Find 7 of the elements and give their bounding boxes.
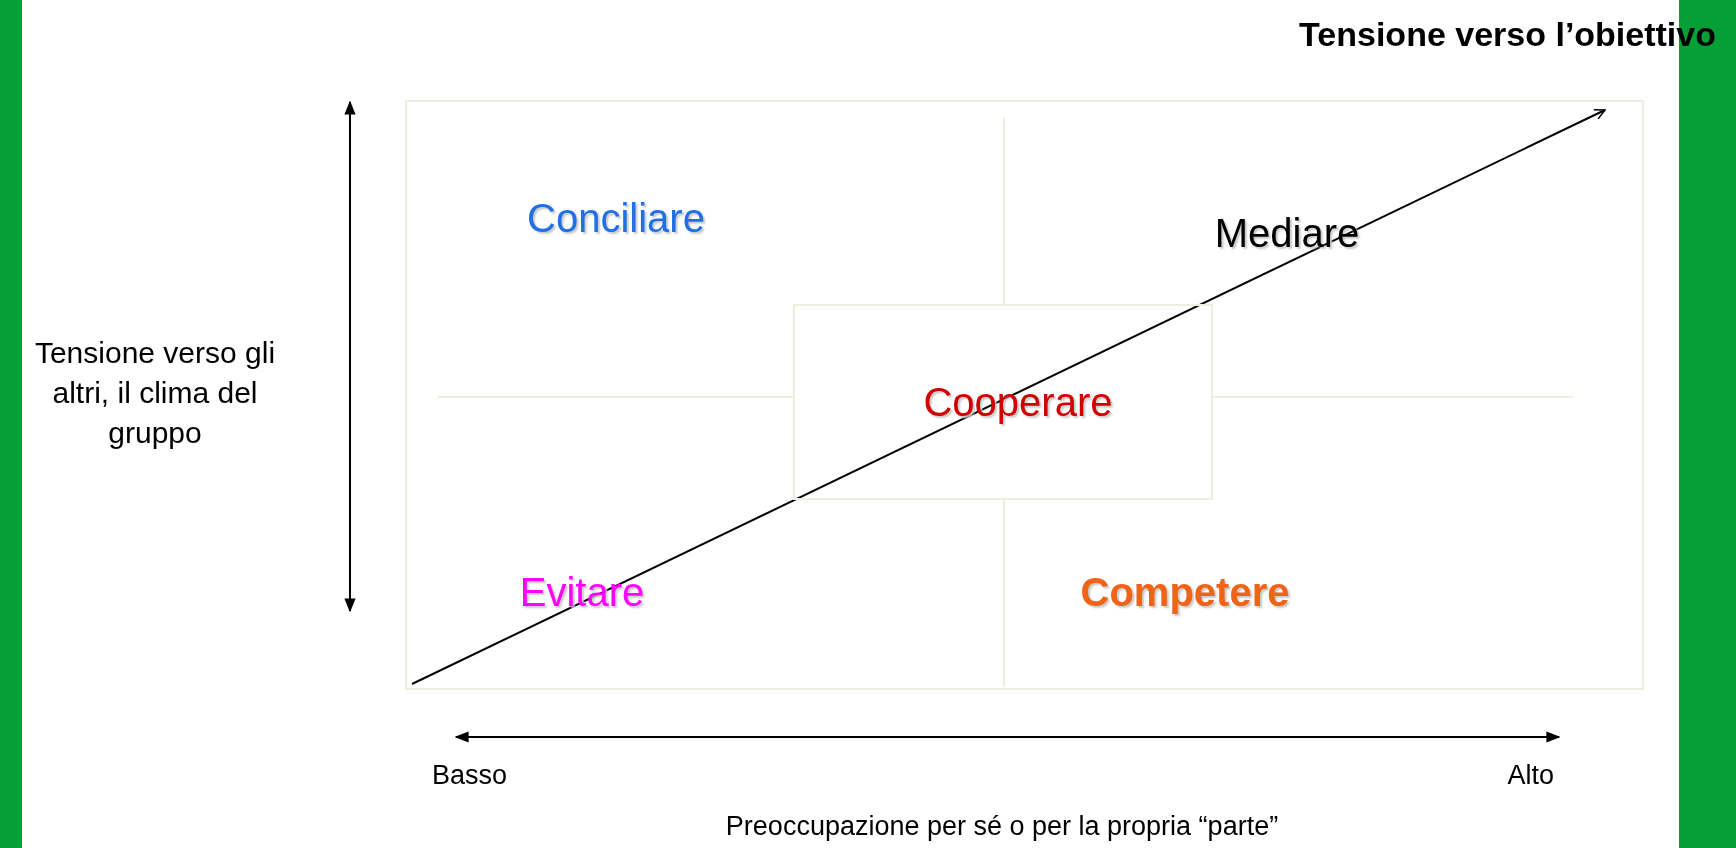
axis-tick-label: Alto [1507,758,1554,792]
axis-tick-label: Basso [432,758,508,792]
axis-title: Preoccupazione per sé o per la propria “parte” [725,809,1279,843]
axis-title: Tensione verso gli altri, il clima del gruppo [33,335,277,451]
quadrant-label: Conciliare [527,195,705,242]
quadrant-label: Competere [1080,569,1290,616]
quadrant-label: Mediare [1214,210,1360,257]
